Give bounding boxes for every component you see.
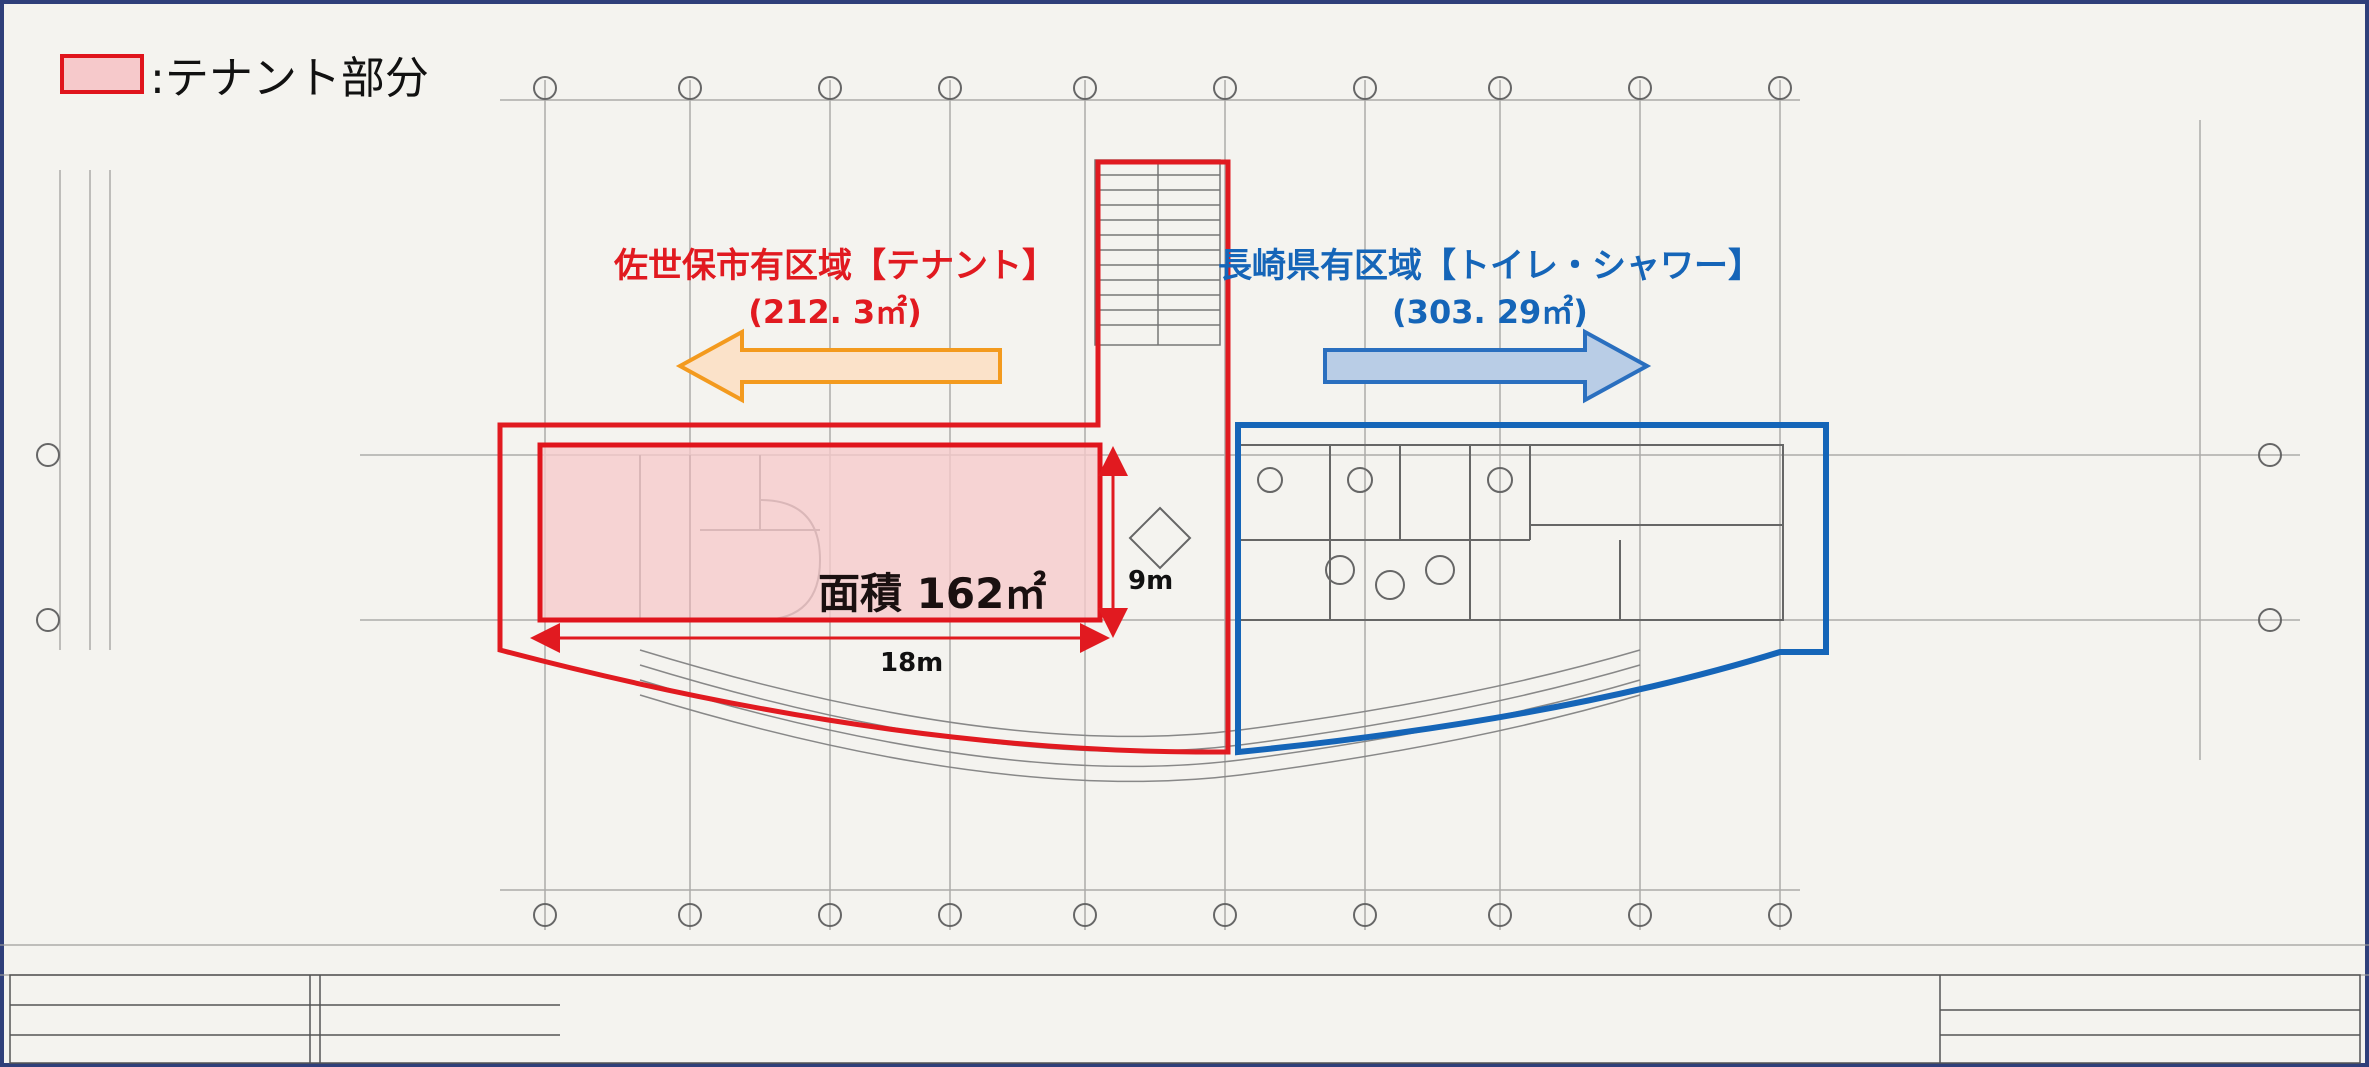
column-grid-lines xyxy=(0,80,2369,976)
title-block xyxy=(9,974,2361,1064)
nagasaki-zone-boundary xyxy=(1235,422,1829,756)
depth-dimension-label: 9m xyxy=(1128,566,1174,596)
tenant-area-label: 面積 162㎡ xyxy=(818,569,1047,618)
nagasaki-zone-area: (303. 29㎡) xyxy=(1392,293,1588,331)
entrance-symbol xyxy=(1128,506,1192,570)
sasebo-zone-area: (212. 3㎡) xyxy=(748,293,922,331)
staircase xyxy=(1094,159,1221,346)
nagasaki-zone-title: 長崎県有区域【トイレ・シャワー】 xyxy=(1218,246,1762,286)
nagasaki-direction-arrow xyxy=(1323,328,1652,404)
width-dimension-label: 18m xyxy=(880,648,944,678)
legend-label: :テナント部分 xyxy=(150,53,429,104)
sasebo-zone-boundary xyxy=(497,159,1231,755)
sasebo-direction-arrow xyxy=(675,328,1002,404)
sasebo-zone-title: 佐世保市有区域【テナント】 xyxy=(614,246,1056,286)
legend: :テナント部分 xyxy=(60,44,429,104)
grid-bubbles xyxy=(36,76,2282,927)
tenant-area xyxy=(537,442,1103,623)
toilet-shower-rooms xyxy=(1237,444,1784,621)
legend-swatch xyxy=(60,54,144,94)
